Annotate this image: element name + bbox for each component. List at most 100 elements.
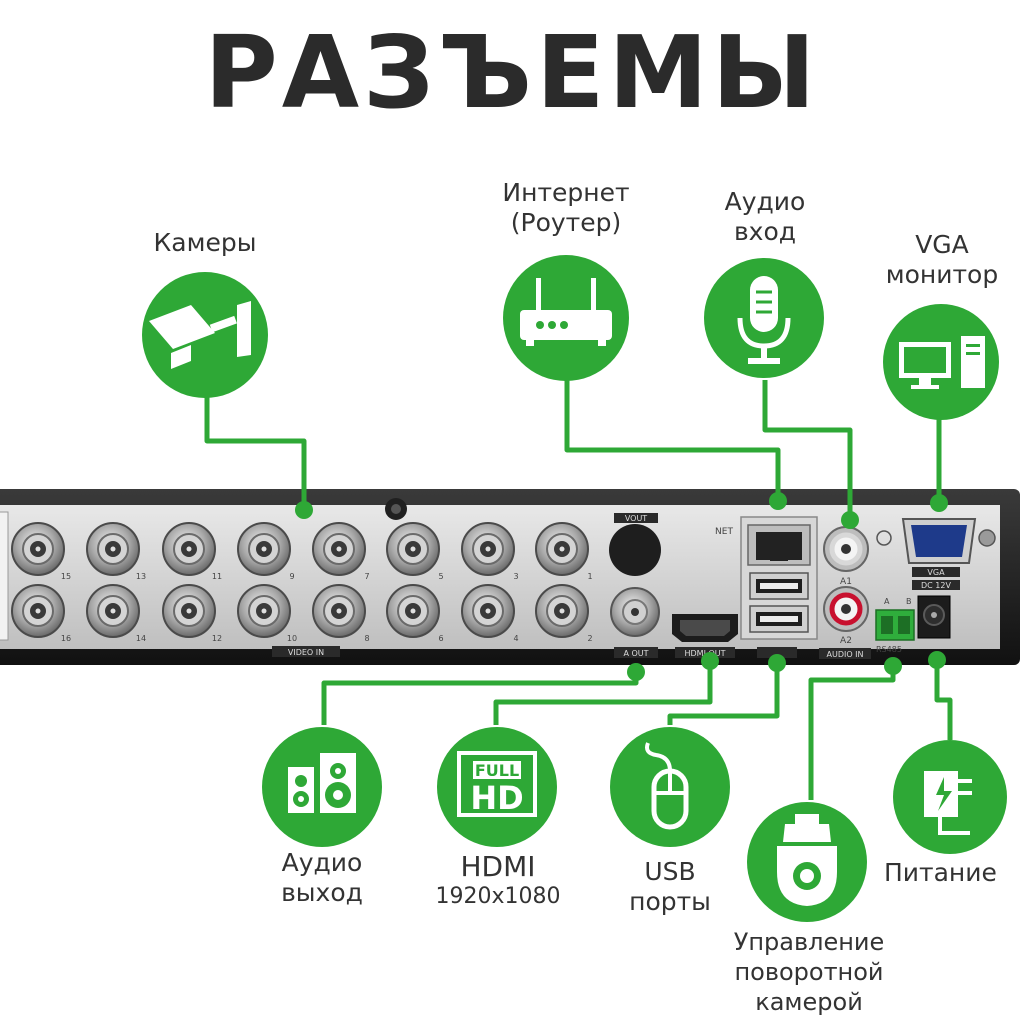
bnc-connector[interactable]: 13 <box>86 522 146 581</box>
lan-port[interactable] <box>747 524 811 566</box>
ptz-label-line2: поворотной <box>734 958 884 986</box>
mouse-icon <box>610 727 730 847</box>
channel-number: 2 <box>587 634 592 643</box>
usb-port-2[interactable] <box>749 605 809 633</box>
audio-out-label-line2: выход <box>281 878 363 907</box>
power-adapter-icon <box>893 740 1007 854</box>
video-in-label-plate: VIDEO IN <box>272 646 340 657</box>
audio-in-label-line1: Аудио <box>724 187 806 216</box>
channel-number: 8 <box>364 634 369 643</box>
channel-number: 12 <box>212 634 222 643</box>
microphone-icon <box>704 258 824 378</box>
svg-text:A: A <box>884 597 890 606</box>
svg-text:A OUT: A OUT <box>623 649 648 658</box>
connector-lines <box>204 380 953 800</box>
audio-out-label: Аудио выход <box>252 848 392 908</box>
hdmi-port[interactable]: HDMI OUT <box>672 614 738 658</box>
vga-label-line2: монитор <box>885 260 999 289</box>
bnc-connector[interactable]: 8 <box>312 584 370 643</box>
dc-power-jack[interactable] <box>917 595 951 639</box>
internet-label-line2: (Роутер) <box>510 208 622 237</box>
vout-port[interactable]: VOUT <box>609 513 661 576</box>
channel-number: 3 <box>513 572 518 581</box>
usb-label-line2: порты <box>629 887 711 916</box>
bnc-connector[interactable]: 9 <box>237 522 295 581</box>
internet-label: Интернет (Роутер) <box>476 178 656 238</box>
bnc-connector[interactable]: 15 <box>11 522 71 581</box>
audio-in-port-2[interactable]: A2 <box>823 586 869 646</box>
ptz-label-line1: Управление <box>733 928 885 956</box>
audio-in-label-line2: вход <box>733 217 797 246</box>
rs485-terminal[interactable]: A B RS485 <box>875 597 915 654</box>
channel-number: 5 <box>438 572 443 581</box>
channel-number: 6 <box>438 634 443 643</box>
svg-text:RS485: RS485 <box>876 645 902 654</box>
bnc-video-inputs[interactable]: 15 13 11 9 7 5 3 1 16 14 12 10 8 6 4 2 <box>11 522 593 643</box>
full-hd-icon: FULL HD <box>437 727 557 847</box>
bnc-connector[interactable]: 14 <box>86 584 146 643</box>
ptz-camera-icon <box>747 802 867 922</box>
usb-label-plate <box>757 647 797 658</box>
channel-number: 10 <box>287 634 297 643</box>
bnc-connector[interactable]: 11 <box>162 522 222 581</box>
channel-number: 11 <box>212 572 222 581</box>
vga-label: VGA монитор <box>864 230 1020 290</box>
svg-text:VOUT: VOUT <box>625 514 647 523</box>
channel-number: 9 <box>289 572 294 581</box>
router-icon <box>503 255 629 381</box>
full-hd-icon-top-text: FULL <box>475 761 519 780</box>
channel-number: 13 <box>136 572 146 581</box>
speaker-icon <box>262 727 382 847</box>
usb-port-1[interactable] <box>749 572 809 600</box>
monitor-icon <box>883 304 999 420</box>
channel-number: 15 <box>61 572 71 581</box>
bnc-connector[interactable]: 7 <box>312 522 370 581</box>
bnc-connector[interactable]: 5 <box>386 522 444 581</box>
bnc-connector[interactable]: 16 <box>11 584 71 643</box>
audio-out-label-line1: Аудио <box>281 848 363 877</box>
bnc-connector[interactable]: 2 <box>535 584 593 643</box>
ptz-label: Управление поворотной камерой <box>712 927 906 1017</box>
svg-text:VGA: VGA <box>927 568 945 577</box>
usb-label: USB порты <box>605 857 735 917</box>
power-label: Питание <box>884 858 997 887</box>
audio-in-label-plate: AUDIO IN <box>819 648 871 659</box>
camera-icon <box>142 272 268 398</box>
audio-out-port[interactable]: A OUT <box>610 587 660 658</box>
full-hd-icon-bottom-text: HD <box>470 779 523 817</box>
vga-port[interactable]: VGA DC 12V <box>901 518 996 590</box>
hdmi-label-line2: 1920x1080 <box>435 884 561 909</box>
dvr-rear-panel <box>0 489 1020 665</box>
channel-number: 16 <box>61 634 71 643</box>
audio-in-port-1[interactable]: A1 <box>823 526 869 587</box>
connector-dots <box>295 492 948 681</box>
svg-text:A2: A2 <box>840 636 852 646</box>
svg-text:A1: A1 <box>840 577 852 587</box>
bnc-connector[interactable]: 6 <box>386 584 444 643</box>
channel-number: 7 <box>364 572 369 581</box>
svg-text:DC 12V: DC 12V <box>921 581 951 590</box>
channel-number: 14 <box>136 634 146 643</box>
ground-screw <box>876 530 892 546</box>
hdmi-label: HDMI 1920x1080 <box>416 850 580 910</box>
channel-number: 1 <box>587 572 592 581</box>
hdmi-label-line1: HDMI <box>460 850 536 883</box>
bnc-connector[interactable]: 3 <box>461 522 519 581</box>
channel-number: 4 <box>513 634 518 643</box>
svg-text:NET: NET <box>715 527 733 537</box>
audio-in-label: Аудио вход <box>695 187 835 247</box>
svg-text:B: B <box>906 597 912 606</box>
page-title: РАЗЪЕМЫ <box>204 14 820 131</box>
bnc-connector[interactable]: 10 <box>237 584 297 643</box>
usb-label-line1: USB <box>644 857 696 886</box>
video-in-text: VIDEO IN <box>288 648 324 657</box>
svg-text:AUDIO IN: AUDIO IN <box>826 650 863 659</box>
bnc-connector[interactable]: 4 <box>461 584 519 643</box>
internet-label-line1: Интернет <box>502 178 630 207</box>
bnc-connector[interactable]: 1 <box>535 522 593 581</box>
bnc-connector[interactable]: 12 <box>162 584 222 643</box>
cameras-label: Камеры <box>153 228 257 257</box>
ptz-label-line3: камерой <box>755 988 863 1016</box>
vga-label-line1: VGA <box>915 230 969 259</box>
